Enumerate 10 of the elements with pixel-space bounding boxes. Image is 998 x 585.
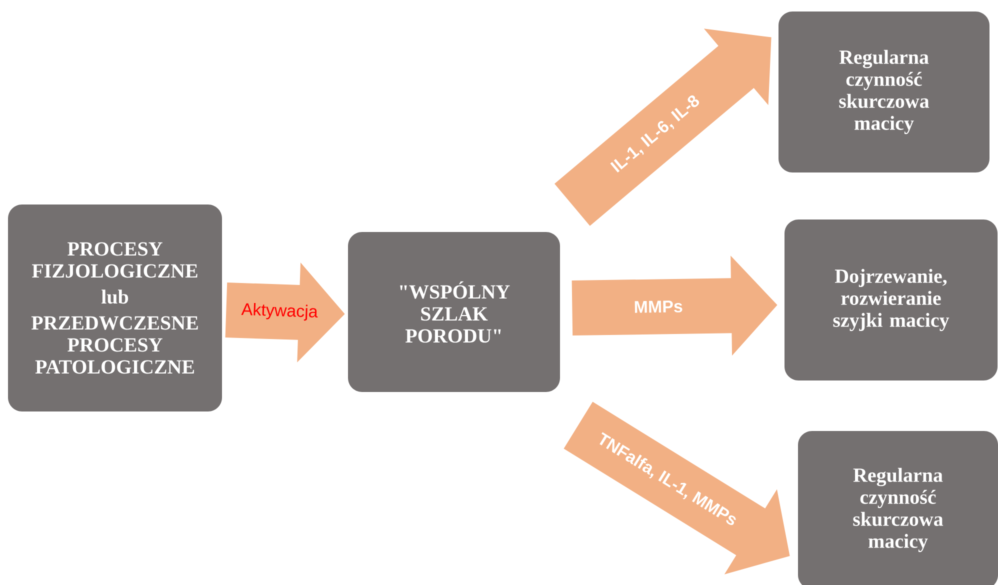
- process-box: Dojrzewanie, rozwieranie szyjki macicy: [784, 220, 998, 380]
- edge-label: IL-1, IL-6, IL-8: [608, 92, 704, 177]
- edge-label: MMPs: [632, 299, 684, 314]
- process-box: Regularna czynność skurczowa macicy: [798, 431, 998, 585]
- edge-label: Aktywacja: [240, 302, 320, 322]
- process-box: Regularna czynność skurczowa macicy: [778, 12, 990, 172]
- process-box: PROCESY FIZJOLOGICZNE lub PRZEDWCZESNE PROCESY PATOLOGICZNE: [8, 204, 222, 412]
- block-arrow: [554, 28, 772, 226]
- process-box: "WSPÓLNY SZLAK PORODU": [348, 232, 560, 392]
- block-arrow: [572, 256, 778, 356]
